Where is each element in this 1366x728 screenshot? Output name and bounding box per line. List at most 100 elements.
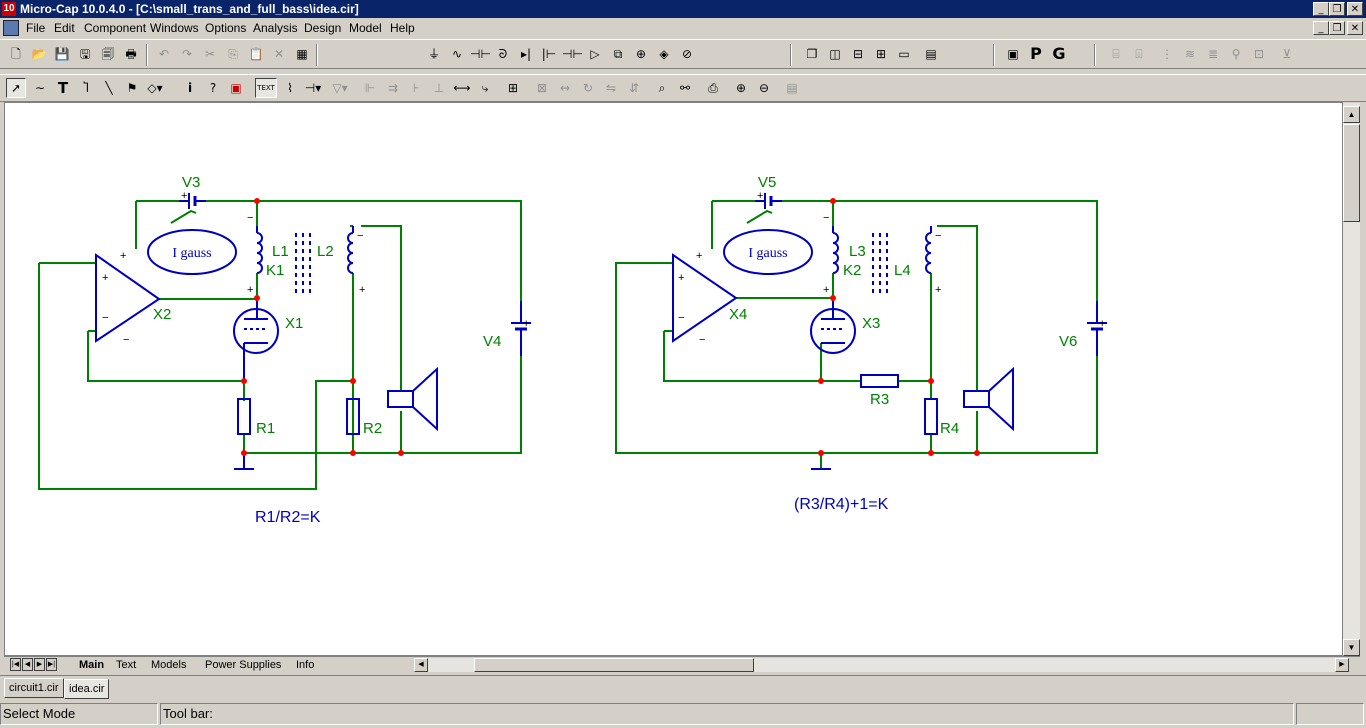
menu-model[interactable]: Model xyxy=(349,21,382,35)
window-icon[interactable]: ▣ xyxy=(1007,47,1019,61)
cascade-windows-icon[interactable]: ❐ xyxy=(806,47,818,61)
pin-icon[interactable]: ⊣▾ xyxy=(304,81,322,95)
capacitor-icon[interactable]: ⊣⊢ xyxy=(470,47,491,61)
horizontal-scrollbar[interactable]: ◀ ▶ xyxy=(414,658,1349,672)
last-sheet-icon[interactable]: ▶| xyxy=(46,658,57,671)
menu-component[interactable]: Component xyxy=(84,21,147,35)
zoom-out-icon[interactable]: ⊖ xyxy=(758,81,770,95)
document-icon[interactable] xyxy=(3,20,19,36)
sheet-tab-main[interactable]: Main xyxy=(79,659,105,671)
save-icon[interactable]: 💾 xyxy=(54,47,70,61)
minimize-button[interactable]: _ xyxy=(1313,2,1329,16)
open-file-icon[interactable]: 📂 xyxy=(31,47,47,61)
sheet-tab-power-supplies[interactable]: Power Supplies xyxy=(205,659,282,671)
resistor-icon[interactable]: ∿ xyxy=(451,47,463,61)
mdi-restore-button[interactable]: ❐ xyxy=(1329,21,1345,35)
menu-options[interactable]: Options xyxy=(205,21,247,35)
transistor-icon[interactable]: ⧉ xyxy=(613,47,623,61)
menu-help[interactable]: Help xyxy=(390,21,415,35)
switch-icon[interactable]: ⊣⊢ xyxy=(562,47,583,61)
app-icon[interactable]: 10 xyxy=(2,2,16,16)
help-tool-icon[interactable]: ? xyxy=(209,81,217,95)
tool-k-icon[interactable]: ⊥ xyxy=(433,81,445,95)
tool-j-icon[interactable]: ⊦ xyxy=(412,81,420,95)
inductor-icon[interactable]: ᘐ xyxy=(498,47,508,61)
horizontal-scroll-thumb[interactable] xyxy=(474,658,754,672)
voltage-source-icon[interactable]: ◈ xyxy=(659,47,669,61)
first-sheet-icon[interactable]: |◀ xyxy=(10,658,21,671)
next-sheet-icon[interactable]: ▶ xyxy=(34,658,45,671)
wire-icon[interactable]: ∼ xyxy=(34,81,46,95)
tool-e-icon[interactable]: ≣ xyxy=(1207,47,1219,61)
tool-a-icon[interactable]: ⌸ xyxy=(1112,47,1120,61)
diode-icon[interactable]: ▸| xyxy=(520,47,532,61)
print-preview-icon[interactable]: 🗐 xyxy=(102,47,114,61)
p-button[interactable]: P xyxy=(1030,44,1042,63)
tool-d-icon[interactable]: ≋ xyxy=(1184,47,1196,61)
schematic-canvas[interactable]: + + + − − − + − + + xyxy=(4,102,1343,656)
range-icon[interactable]: ⟷ xyxy=(453,81,471,95)
grid-text-icon[interactable]: ⌇ xyxy=(287,81,293,95)
flag-icon[interactable]: ⚑ xyxy=(126,81,138,95)
step-icon[interactable]: ⤷ xyxy=(481,81,489,95)
sheet-tab-info[interactable]: Info xyxy=(296,659,315,671)
scroll-down-icon[interactable]: ▼ xyxy=(1343,639,1360,656)
mdi-close-button[interactable]: ✕ xyxy=(1347,21,1363,35)
select-arrow-icon[interactable]: ➚ xyxy=(6,78,26,98)
vertical-scrollbar[interactable]: ▲ ▼ xyxy=(1343,103,1360,656)
prev-sheet-icon[interactable]: ◀ xyxy=(22,658,33,671)
current-source-icon[interactable]: ⊘ xyxy=(681,47,693,61)
mdi-minimize-button[interactable]: _ xyxy=(1313,21,1329,35)
tool-c-icon[interactable]: ⋮ xyxy=(1161,47,1173,61)
line-icon[interactable]: ╲ xyxy=(105,81,113,95)
restore-button[interactable]: ❐ xyxy=(1329,2,1345,16)
tool-n-icon[interactable]: ▤ xyxy=(786,81,798,95)
sheet-tab-text[interactable]: Text xyxy=(116,659,137,671)
tool-g-icon[interactable]: ⊻ xyxy=(1282,47,1292,61)
full-window-icon[interactable]: ▭ xyxy=(898,47,910,61)
probe-icon[interactable]: ⚲ xyxy=(1231,47,1241,61)
menu-analysis[interactable]: Analysis xyxy=(253,21,298,35)
menu-edit[interactable]: Edit xyxy=(54,21,75,35)
text-mode-button[interactable]: TEXT xyxy=(255,78,277,98)
point-icon[interactable]: ▣ xyxy=(230,81,242,95)
split-window-icon[interactable]: ⊞ xyxy=(875,47,887,61)
save-all-icon[interactable]: 🖫 xyxy=(79,47,91,61)
scroll-up-icon[interactable]: ▲ xyxy=(1343,106,1360,123)
menu-windows[interactable]: Windows xyxy=(150,21,199,35)
tile-vertical-icon[interactable]: ◫ xyxy=(829,47,841,61)
opamp-icon[interactable]: ▷ xyxy=(590,47,600,61)
export-icon[interactable]: ⎙ xyxy=(708,81,718,95)
menu-file[interactable]: File xyxy=(26,21,46,35)
calculator-icon[interactable]: ▤ xyxy=(925,47,937,61)
zoom-in-icon[interactable]: ⊕ xyxy=(735,81,747,95)
binoculars-icon[interactable]: ⚯ xyxy=(679,81,691,95)
clear-icon[interactable]: ✕ xyxy=(273,47,285,61)
properties-icon[interactable]: ⊞ xyxy=(507,81,519,95)
find-icon[interactable]: ⌕ xyxy=(658,81,666,95)
scroll-thumb[interactable] xyxy=(1343,124,1360,222)
battery-icon[interactable]: |⊢ xyxy=(541,47,557,61)
new-file-icon[interactable]: 🗋 xyxy=(11,47,21,61)
doc-tab-idea[interactable]: idea.cir xyxy=(64,679,110,699)
tool-b-icon[interactable]: ⌹ xyxy=(1135,47,1143,61)
node-icon[interactable]: ▽▾ xyxy=(332,81,348,95)
paste-icon[interactable]: 📋 xyxy=(248,47,264,61)
info-icon[interactable]: i xyxy=(187,81,193,95)
source-icon[interactable]: ⊕ xyxy=(635,47,647,61)
orthogonal-wire-icon[interactable]: Ⴈ xyxy=(83,81,89,95)
tool-l-icon[interactable]: ⊠ xyxy=(536,81,548,95)
scroll-left-icon[interactable]: ◀ xyxy=(414,658,428,672)
ground-icon[interactable]: ⏚ xyxy=(427,47,440,61)
copy-icon[interactable]: ⎘ xyxy=(228,47,238,61)
shapes-icon[interactable]: ◇▾ xyxy=(147,81,163,95)
rotate-icon[interactable]: ↻ xyxy=(582,81,594,95)
scroll-right-icon[interactable]: ▶ xyxy=(1335,658,1349,672)
flip-icon[interactable]: ⇵ xyxy=(628,81,640,95)
undo-icon[interactable]: ↶ xyxy=(158,47,170,61)
cut-icon[interactable]: ✂ xyxy=(204,47,216,61)
redo-icon[interactable]: ↷ xyxy=(181,47,193,61)
g-button[interactable]: G xyxy=(1052,44,1066,63)
tool-f-icon[interactable]: ⊡ xyxy=(1253,47,1265,61)
menu-design[interactable]: Design xyxy=(304,21,342,35)
